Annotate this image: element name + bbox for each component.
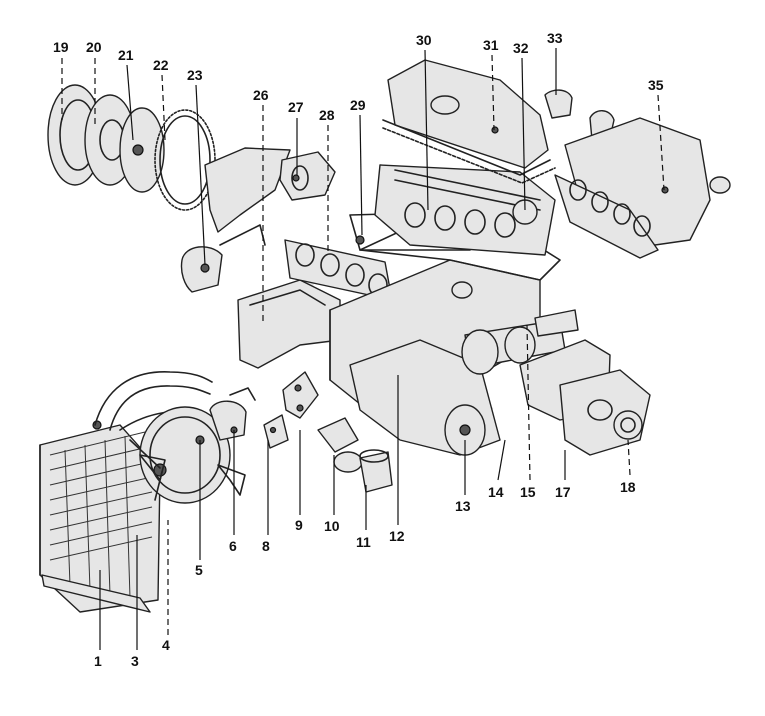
engine-plate (180, 147, 291, 293)
callout-22: 22 (153, 57, 169, 73)
cylinder-head (374, 164, 556, 256)
callout-3: 3 (131, 653, 139, 669)
front-cover-oil-pump (519, 339, 651, 456)
callout-26: 26 (253, 87, 269, 103)
leader-lines (61, 48, 665, 650)
callout-33: 33 (547, 30, 563, 46)
intake-manifold (544, 89, 731, 259)
oil-filter (317, 417, 393, 493)
callout-17: 17 (555, 484, 571, 500)
callout-35: 35 (648, 77, 664, 93)
valve-cover (382, 59, 556, 184)
callout-14: 14 (488, 484, 504, 500)
callout-23: 23 (187, 67, 203, 83)
brackets (263, 371, 319, 449)
callout-labels: 1 3 4 5 6 8 9 10 11 12 13 14 15 17 18 19… (53, 30, 664, 669)
callout-1: 1 (94, 653, 102, 669)
callout-32: 32 (513, 40, 529, 56)
engine-block (329, 211, 579, 456)
callout-21: 21 (118, 47, 134, 63)
radiator (39, 420, 161, 613)
callout-28: 28 (319, 107, 335, 123)
callout-27: 27 (288, 99, 304, 115)
callout-11: 11 (356, 534, 371, 550)
callout-19: 19 (53, 39, 69, 55)
callout-8: 8 (262, 538, 270, 554)
callout-29: 29 (350, 97, 366, 113)
callout-12: 12 (389, 528, 405, 544)
callout-15: 15 (520, 484, 536, 500)
exhaust-manifold (237, 239, 393, 369)
distributor (279, 151, 336, 201)
callout-6: 6 (229, 538, 237, 554)
clutch-flywheel (47, 84, 216, 211)
callout-9: 9 (295, 517, 303, 533)
callout-18: 18 (620, 479, 636, 495)
callout-5: 5 (195, 562, 203, 578)
callout-4: 4 (162, 637, 170, 653)
callout-10: 10 (324, 518, 340, 534)
fan-and-hoses (94, 371, 256, 504)
callout-13: 13 (455, 498, 471, 514)
callout-20: 20 (86, 39, 102, 55)
callout-31: 31 (483, 37, 499, 53)
callout-30: 30 (416, 32, 432, 48)
